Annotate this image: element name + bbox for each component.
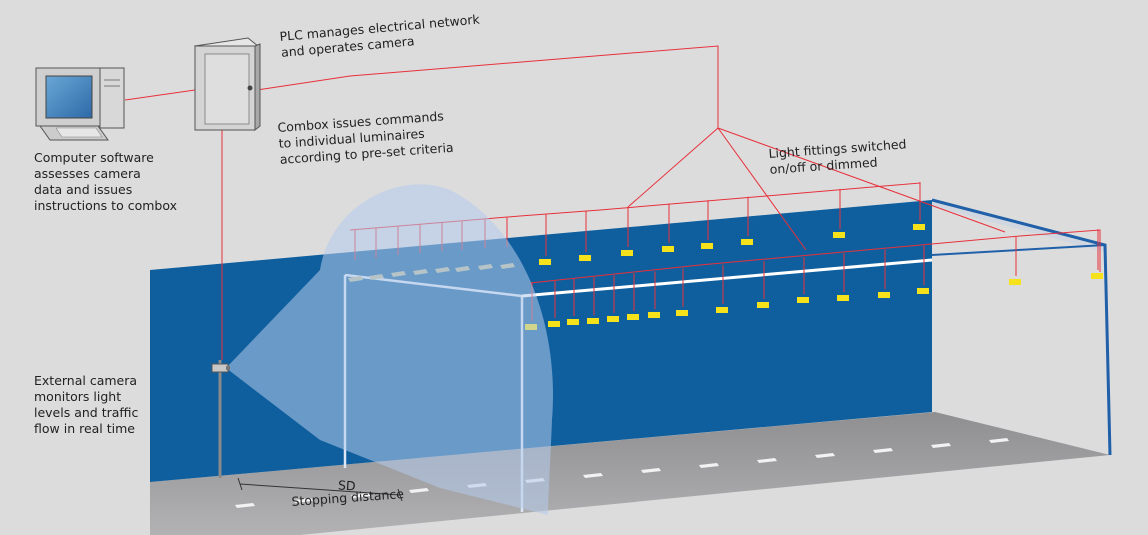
road-surface — [150, 412, 1110, 535]
luminaire-on — [913, 224, 925, 230]
luminaire-on — [607, 316, 619, 322]
lane-dash — [235, 503, 255, 508]
luminaire-on — [579, 255, 591, 261]
computer-label: Computer software assesses camera data a… — [34, 150, 177, 214]
luminaire-on — [797, 297, 809, 303]
camera-label-line-4: flow in real time — [34, 421, 135, 436]
lane-dash — [641, 468, 661, 473]
tunnel-roof-line — [521, 258, 933, 298]
luminaire-on — [621, 250, 633, 256]
luminaire-on — [917, 288, 929, 294]
lane-dash — [351, 493, 371, 498]
luminaire-on — [716, 307, 728, 313]
camera-view-cone — [226, 184, 554, 516]
camera-label-line-2: monitors light — [34, 389, 122, 404]
luminaire-on — [676, 310, 688, 316]
luminaire-on — [741, 239, 753, 245]
luminaire-on — [757, 302, 769, 308]
lane-dash — [815, 453, 835, 458]
luminaire-on — [833, 232, 845, 238]
luminaire-on — [648, 312, 660, 318]
computer-label-line-3: data and issues — [34, 182, 133, 197]
tunnel-ceiling-line — [931, 244, 1106, 256]
plc-cabinet-icon — [193, 37, 261, 132]
lane-dash — [409, 488, 429, 493]
stopping-distance-arrow — [237, 477, 403, 502]
computer-label-line-1: Computer software — [34, 150, 154, 165]
luminaire-on — [1009, 279, 1021, 285]
lane-dash — [293, 498, 313, 503]
luminaire-on — [548, 321, 560, 327]
luminaire-hangers — [349, 182, 1101, 321]
computer-label-line-2: assesses camera — [34, 166, 141, 181]
luminaire-on — [567, 319, 579, 325]
luminaire-on — [1091, 273, 1103, 279]
camera-icon — [211, 363, 230, 373]
luminaire-on — [837, 295, 849, 301]
control-wiring — [124, 45, 1006, 360]
computer-icon — [35, 67, 125, 141]
luminaire-on — [587, 318, 599, 324]
wire-bus — [529, 229, 1101, 284]
luminaire-on — [701, 243, 713, 249]
luminaire-on — [878, 292, 890, 298]
lane-dash — [989, 438, 1009, 443]
luminaire-on — [627, 314, 639, 320]
lane-dash — [931, 443, 951, 448]
lane-dash — [699, 463, 719, 468]
tunnel-ceiling-edge — [932, 200, 1105, 252]
luminaire-on — [662, 246, 674, 252]
tunnel-portal-frame — [931, 198, 1112, 456]
camera-label-line-1: External camera — [34, 373, 138, 388]
lane-dash — [757, 458, 777, 463]
luminaire-on — [539, 259, 551, 265]
lane-dash — [873, 448, 893, 453]
camera-label: External camera monitors light levels an… — [34, 373, 138, 437]
lane-dash — [583, 473, 603, 478]
computer-label-line-4: instructions to combox — [34, 198, 177, 213]
camera-label-line-3: levels and traffic — [34, 405, 139, 420]
